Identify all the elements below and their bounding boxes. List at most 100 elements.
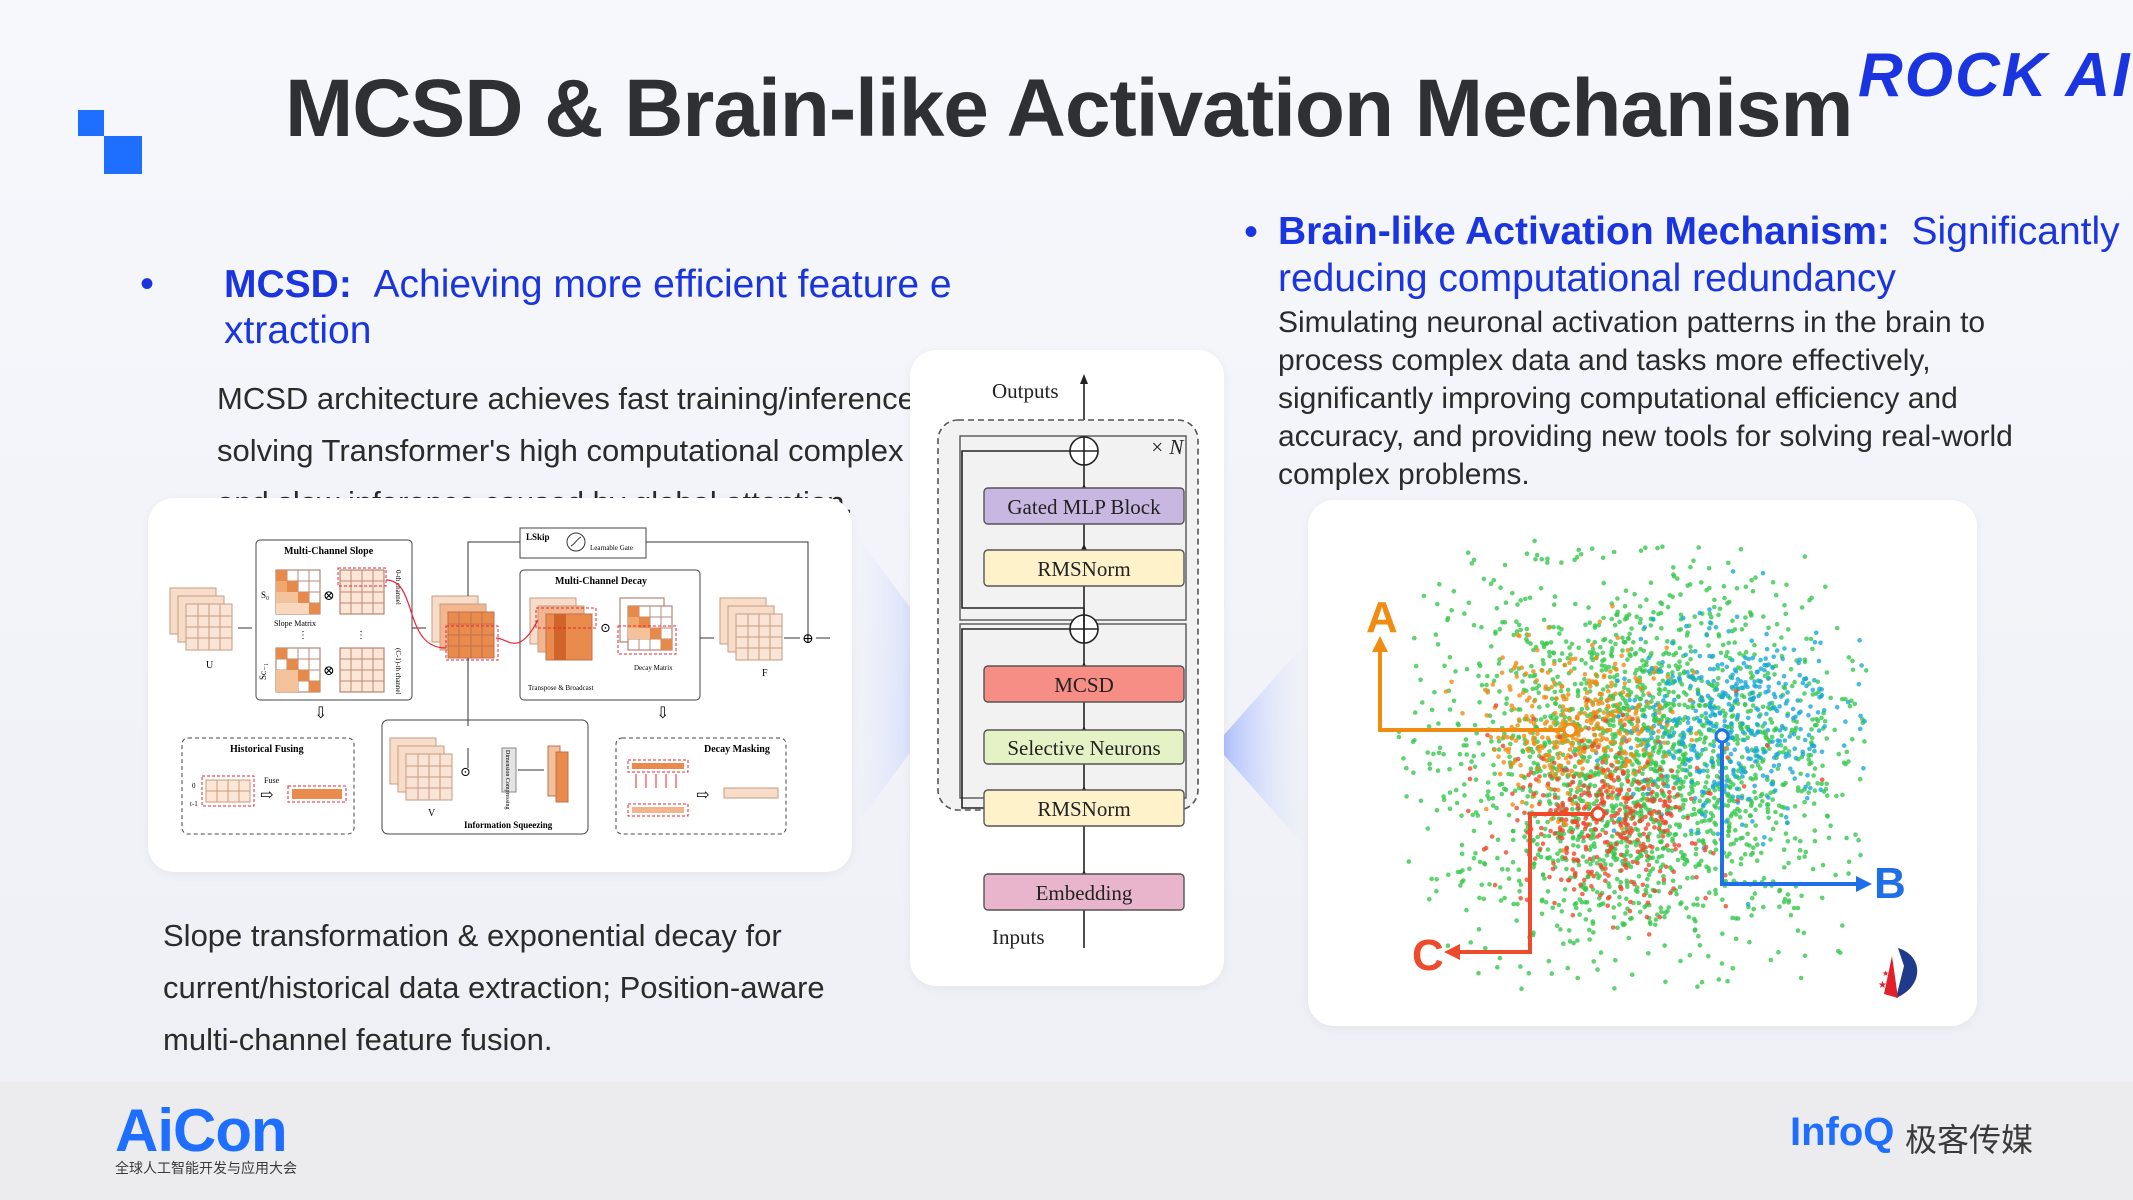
- scatter-dot: [1576, 862, 1582, 868]
- scatter-dot: [1645, 876, 1650, 882]
- scatter-dot: [1707, 607, 1712, 612]
- scatter-dot: [1542, 876, 1547, 881]
- scatter-dot: [1657, 681, 1662, 687]
- scatter-dot: [1778, 694, 1784, 699]
- scatter-dot: [1586, 806, 1592, 812]
- scatter-dot: [1764, 802, 1770, 807]
- scatter-dot: [1579, 792, 1584, 798]
- dimension-compressing-label: Dimension Compressing: [504, 750, 510, 810]
- scatter-dot: [1539, 911, 1545, 917]
- scatter-dot: [1522, 834, 1527, 839]
- scatter-dot: [1472, 722, 1478, 728]
- scatter-dot: [1535, 731, 1540, 737]
- scatter-dot: [1765, 670, 1771, 676]
- scatter-dot: [1764, 711, 1769, 717]
- scatter-dot: [1754, 706, 1759, 711]
- scatter-dot: [1792, 728, 1798, 733]
- scatter-dot: [1787, 734, 1792, 739]
- scatter-dot: [1491, 762, 1496, 768]
- scatter-dot: [1857, 726, 1863, 732]
- scatter-dot: [1566, 692, 1571, 697]
- scatter-dot: [1534, 552, 1540, 558]
- scatter-dot: [1728, 842, 1733, 847]
- scatter-dot: [1552, 831, 1557, 836]
- mcsd-caption-line: multi-channel feature fusion.: [163, 1022, 553, 1057]
- scatter-dot: [1807, 746, 1812, 752]
- scatter-dot: [1612, 986, 1617, 991]
- scatter-dot: [1846, 871, 1851, 876]
- scatter-dot: [1531, 930, 1536, 935]
- scatter-dot: [1540, 735, 1545, 740]
- scatter-dot: [1574, 789, 1580, 795]
- scatter-dot: [1641, 831, 1646, 837]
- scatter-dot: [1738, 836, 1743, 841]
- scatter-dot: [1613, 846, 1618, 852]
- scatter-dot: [1454, 800, 1460, 806]
- brain-desc-line: complex problems.: [1278, 458, 1530, 491]
- scatter-dot: [1724, 679, 1730, 684]
- scatter-dot: [1546, 958, 1552, 964]
- scatter-dot: [1584, 703, 1589, 708]
- scatter-dot: [1720, 931, 1725, 936]
- s0-label: S₀: [261, 590, 269, 600]
- scatter-dot: [1593, 655, 1599, 661]
- scatter-dot: [1667, 789, 1672, 795]
- decor-square-1: [78, 110, 104, 136]
- scatter-dot: [1748, 813, 1753, 818]
- scatter-dot: [1681, 615, 1686, 621]
- scatter-dot: [1795, 698, 1800, 703]
- scatter-dot: [1695, 820, 1700, 826]
- scatter-dot: [1712, 604, 1717, 610]
- scatter-dot: [1753, 745, 1759, 751]
- scatter-dot: [1819, 715, 1824, 721]
- scatter-dot: [1515, 602, 1520, 607]
- scatter-dot: [1656, 777, 1661, 782]
- scatter-dot: [1460, 711, 1465, 716]
- scatter-dot: [1730, 794, 1735, 799]
- scatter-dot: [1625, 693, 1630, 698]
- scatter-dot: [1674, 720, 1680, 726]
- scatter-dot: [1620, 690, 1626, 695]
- scatter-dot: [1634, 705, 1640, 711]
- scatter-dot: [1681, 814, 1686, 820]
- scatter-dot: [1434, 807, 1440, 813]
- scatter-dot: [1548, 808, 1553, 813]
- scatter-dot: [1528, 766, 1534, 771]
- scatter-dot: [1740, 721, 1745, 726]
- scatter-dot: [1783, 726, 1788, 732]
- scatter-dot: [1541, 756, 1546, 762]
- scatter-dot: [1713, 847, 1719, 852]
- scatter-dot: [1729, 721, 1734, 726]
- scatter-dot: [1518, 598, 1523, 603]
- scatter-dot: [1612, 889, 1617, 895]
- scatter-dot: [1622, 722, 1627, 727]
- scatter-dot: [1591, 726, 1597, 732]
- scatter-dot: [1766, 738, 1772, 743]
- scatter-dot: [1808, 785, 1813, 791]
- scatter-dot: [1624, 836, 1630, 842]
- scatter-dot: [1562, 662, 1568, 668]
- scatter-dot: [1640, 791, 1646, 797]
- infoq-cn-name: 极客传媒: [1905, 1122, 2034, 1158]
- scatter-dot: [1808, 704, 1813, 709]
- scatter-dot: [1815, 679, 1821, 684]
- scatter-dot: [1617, 894, 1622, 900]
- scatter-dot: [1663, 774, 1668, 779]
- scatter-dot: [1726, 798, 1732, 804]
- scatter-dot: [1710, 813, 1716, 819]
- scatter-dot: [1839, 696, 1845, 702]
- scatter-dot: [1700, 811, 1705, 816]
- scatter-dot: [1455, 721, 1461, 727]
- scatter-dot: [1836, 948, 1841, 954]
- scatter-dot: [1657, 705, 1663, 710]
- scatter-dot: [1843, 696, 1848, 702]
- scatter-dot: [1695, 902, 1700, 907]
- scatter-dot: [1524, 714, 1529, 719]
- scatter-dot: [1689, 840, 1695, 846]
- scatter-dot: [1657, 797, 1663, 803]
- scatter-dot: [1734, 614, 1740, 620]
- scatter-dot: [1453, 669, 1458, 674]
- repeat-label: × N: [1150, 435, 1184, 459]
- scatter-dot: [1578, 552, 1584, 557]
- scatter-dot: [1824, 736, 1829, 741]
